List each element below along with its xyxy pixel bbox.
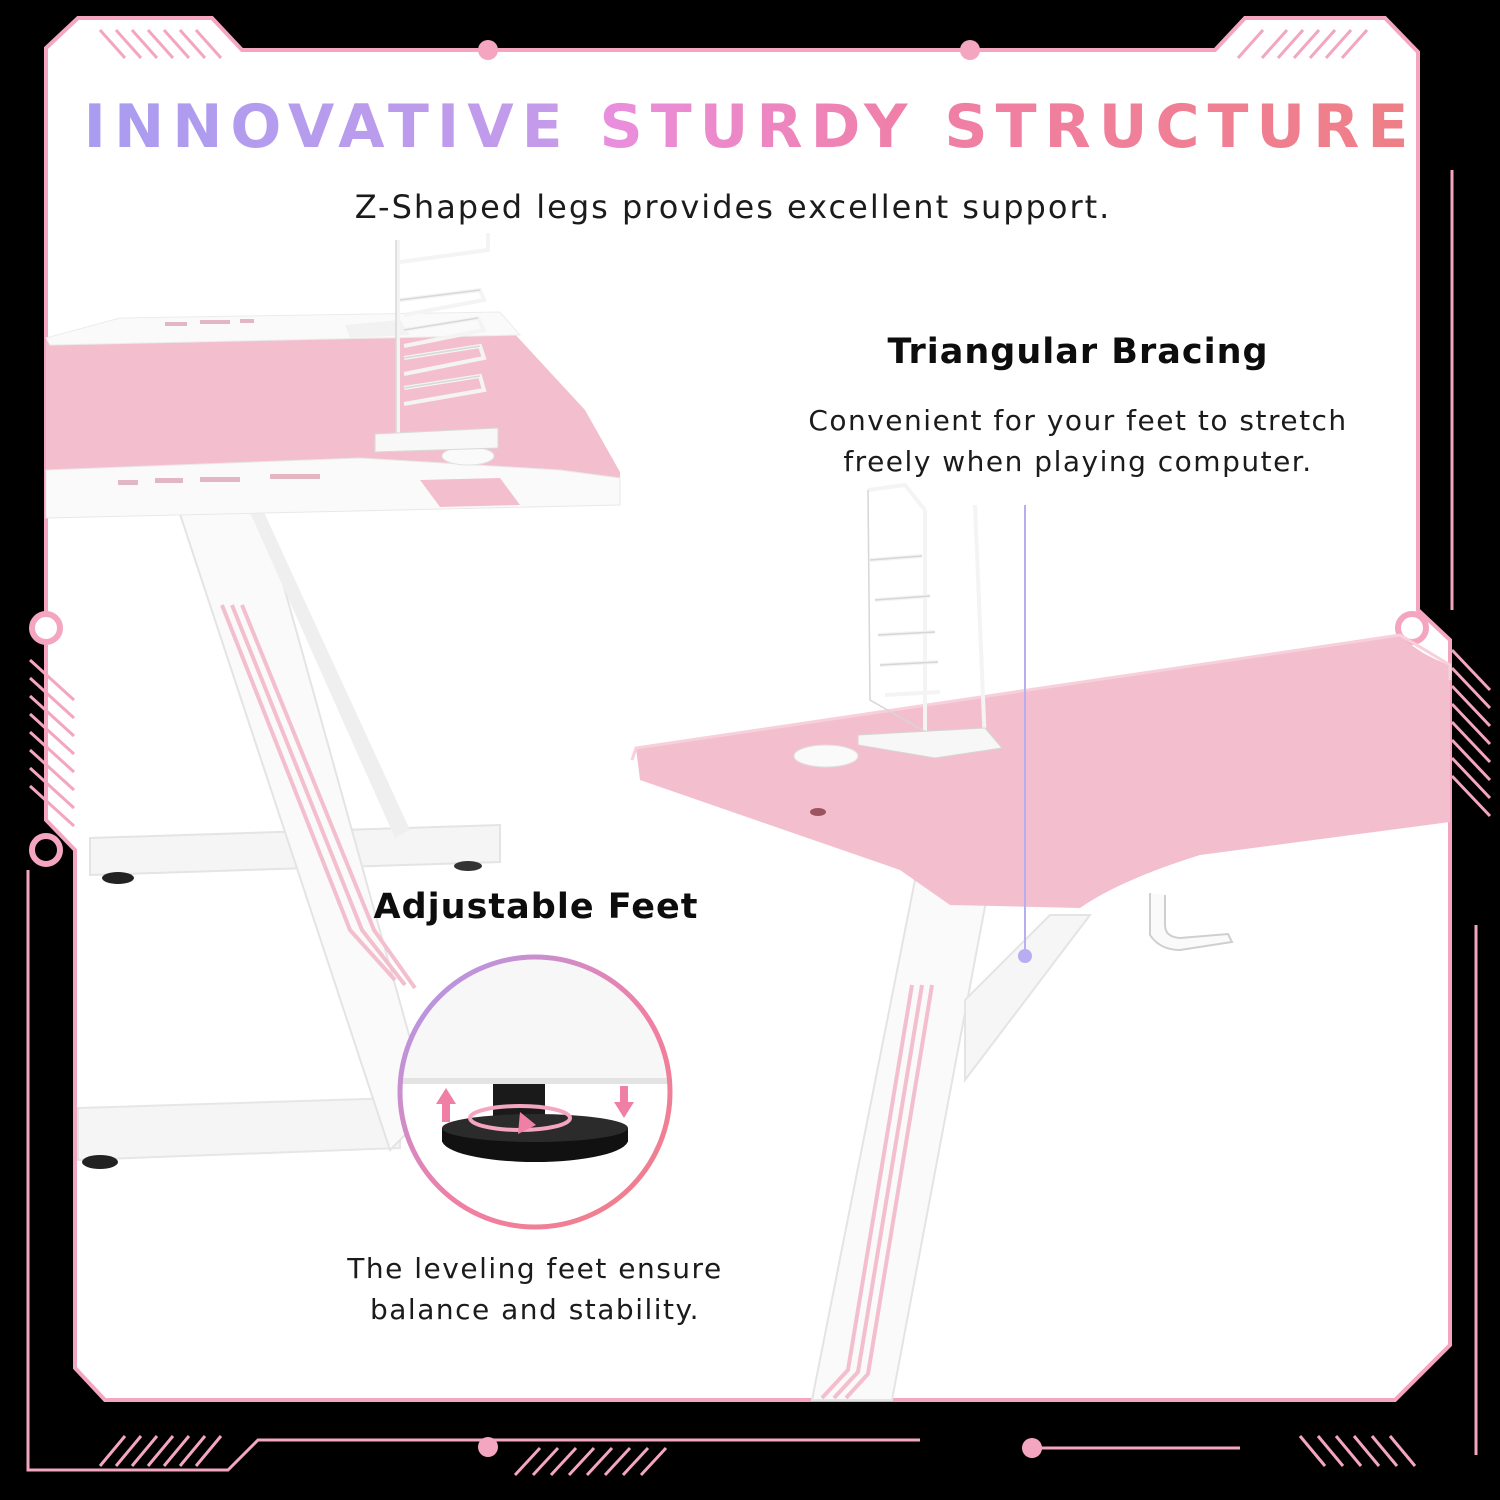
left-desk-illustration: [45, 233, 621, 1169]
bracing-heading: Triangular Bracing: [887, 332, 1269, 372]
title-word-1: INNOVATIVE: [83, 92, 571, 162]
bracing-line-1: Convenient for your feet to stretch: [808, 404, 1348, 437]
title-word-3: STRUCTURE: [944, 92, 1417, 162]
feet-line-2: balance and stability.: [369, 1293, 700, 1326]
right-desk-illustration: [630, 482, 1452, 1401]
feet-line-1: The leveling feet ensure: [347, 1252, 723, 1285]
title-word-2: STURDY: [599, 92, 916, 162]
hatch-bottom-left: [98, 1435, 223, 1467]
bracing-description: Convenient for your feet to stretch free…: [778, 400, 1378, 482]
hatch-top-right: [1236, 29, 1369, 59]
hatch-bottom-right: [1298, 1435, 1417, 1467]
feet-description: The leveling feet ensure balance and sta…: [300, 1248, 770, 1330]
page-subtitle: Z-Shaped legs provides excellent support…: [354, 188, 1112, 226]
hatch-right: [1450, 648, 1492, 818]
hatch-top-left: [98, 29, 223, 59]
hatch-bottom-mid: [513, 1446, 668, 1477]
bracing-pointer-dot: [1018, 949, 1032, 963]
feet-heading: Adjustable Feet: [373, 887, 699, 927]
bracing-line-2: freely when playing computer.: [843, 445, 1313, 478]
page-title: INNOVATIVE STURDY STRUCTURE: [0, 92, 1500, 162]
hatch-left: [28, 658, 76, 828]
